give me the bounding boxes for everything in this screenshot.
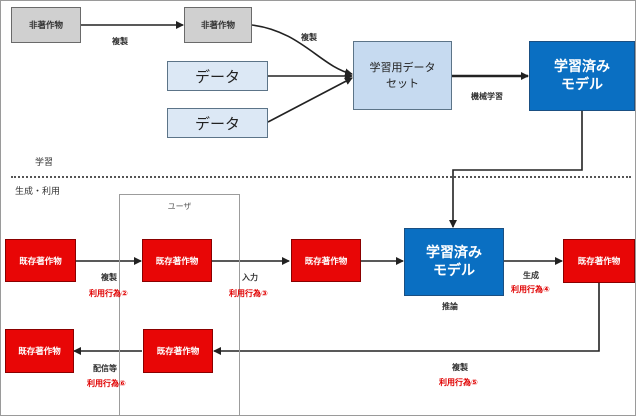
arrow-nonwork-to-dataset (251, 24, 353, 77)
data-box-a: データ (167, 61, 268, 91)
edge-label-input: 入力 (242, 273, 258, 282)
arrow-data-b-to-dataset (267, 77, 353, 123)
arrow-model-down (449, 111, 583, 228)
edge-label-copy-return: 複製 (452, 363, 468, 372)
usage-act-5: 利用行為⑤ (439, 378, 478, 387)
existing-work-box-generated: 既存著作物 (563, 239, 635, 283)
existing-work-box-input: 既存著作物 (291, 239, 361, 282)
edge-label-copy-to-dataset: 複製 (301, 33, 317, 42)
edge-label-copy-top: 複製 (112, 37, 128, 46)
section-divider (11, 176, 631, 178)
non-work-box-source: 非著作物 (11, 7, 81, 43)
data-box-b: データ (167, 108, 268, 138)
edge-label-copy-bottom: 複製 (101, 273, 117, 282)
existing-work-box-origin: 既存著作物 (5, 239, 76, 282)
edge-label-distribution: 配信等 (93, 364, 117, 373)
existing-work-box-distributed: 既存著作物 (5, 329, 74, 373)
trained-model-box-bottom: 学習済み モデル (404, 228, 504, 296)
section-label-generation-use: 生成・利用 (15, 187, 61, 197)
usage-act-4: 利用行為④ (511, 285, 550, 294)
edge-label-machine-learning: 機械学習 (471, 92, 503, 101)
existing-work-box-user-copy: 既存著作物 (142, 239, 212, 282)
trained-model-box-top: 学習済み モデル (529, 41, 635, 111)
usage-act-2: 利用行為② (89, 289, 128, 298)
edge-label-generate: 生成 (523, 271, 539, 280)
edge-label-inference: 推論 (442, 302, 458, 311)
user-region-label: ユーザ (167, 202, 192, 211)
non-work-box-copy: 非著作物 (184, 7, 252, 43)
section-label-learning: 学習 (35, 158, 54, 168)
arrow-copy-return (213, 283, 600, 355)
user-region: ユーザ (119, 194, 240, 415)
usage-act-3: 利用行為③ (229, 289, 268, 298)
training-dataset-box: 学習用データ セット (353, 41, 452, 110)
usage-act-6: 利用行為⑥ (87, 379, 126, 388)
existing-work-box-user-return: 既存著作物 (143, 329, 213, 373)
